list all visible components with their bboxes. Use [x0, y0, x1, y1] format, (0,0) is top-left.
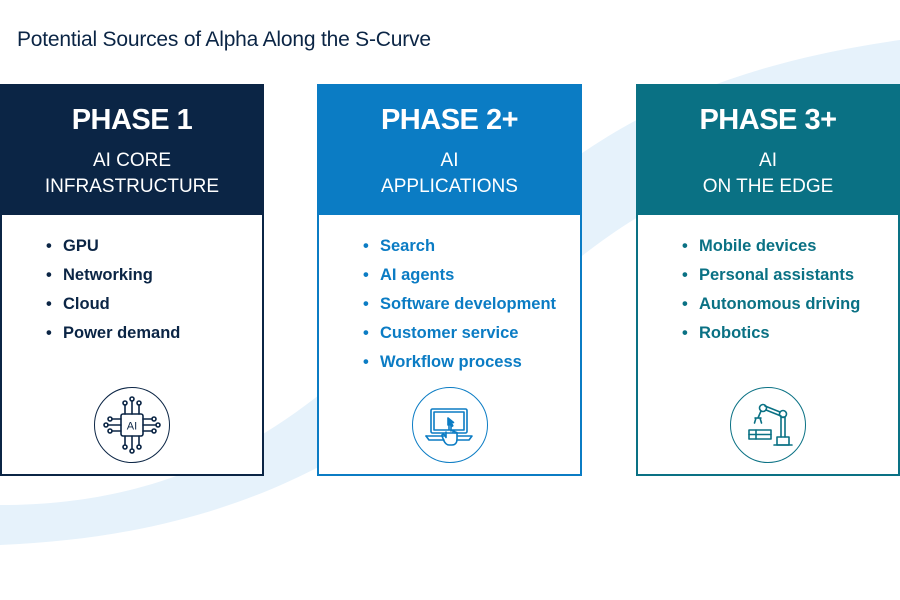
phase-1-card: PHASE 1 AI CORE INFRASTRUCTURE • GPU • Net…	[0, 84, 264, 476]
phase-2-header: PHASE 2+ AI APPLICATIONS	[319, 86, 580, 215]
list-item-text: Networking	[63, 266, 153, 284]
phase-2-label: PHASE 2+	[380, 104, 519, 136]
list-item: • Mobile devices	[682, 232, 898, 261]
phase-1-subtitle: AI CORE INFRASTRUCTURE	[2, 148, 262, 200]
list-item: • Cloud	[46, 290, 262, 319]
list-item: • GPU	[46, 232, 262, 261]
bullet: •	[682, 295, 688, 313]
list-item-text: GPU	[63, 237, 99, 255]
laptop-touch-icon	[411, 387, 488, 463]
phase-2-subtitle-line-2: APPLICATIONS	[381, 176, 518, 197]
robotic-arm-icon	[730, 387, 806, 463]
bullet: •	[363, 295, 369, 313]
phase-3-label: PHASE 3+	[699, 104, 837, 136]
list-item-text: Mobile devices	[699, 237, 817, 255]
list-item: • Software development	[363, 290, 580, 319]
phase-1-subtitle-line-1: AI CORE	[92, 150, 172, 171]
list-item-text: Software development	[380, 295, 557, 313]
phase-1-label: PHASE 1	[71, 104, 193, 136]
page-title: Potential Sources of Alpha Along the S-C…	[17, 28, 431, 51]
ai-chip-label: AI	[126, 420, 136, 432]
list-item-text: Customer service	[380, 324, 519, 342]
list-item: • Personal assistants	[682, 261, 898, 290]
list-item: • Power demand	[46, 319, 262, 348]
phase-3-subtitle-line-1: AI	[759, 150, 777, 171]
bullet: •	[682, 237, 688, 255]
phase-2-subtitle: AI APPLICATIONS	[319, 148, 580, 200]
list-item-text: Search	[380, 237, 436, 255]
list-item: • Workflow process	[363, 348, 580, 377]
phase-3-subtitle-line-2: ON THE EDGE	[702, 176, 834, 197]
list-item-text: Cloud	[63, 295, 110, 313]
bullet: •	[363, 266, 369, 284]
bullet: •	[46, 237, 52, 255]
phase-1-item-list: • GPU • Networking • Cloud • Power demand	[2, 215, 262, 348]
list-item: • Customer service	[363, 319, 580, 348]
bullet: •	[363, 353, 369, 371]
list-item: • Networking	[46, 261, 262, 290]
list-item-text: AI agents	[380, 266, 455, 284]
bullet: •	[46, 266, 52, 284]
phase-3-card: PHASE 3+ AI ON THE EDGE • Mobile devices …	[636, 84, 900, 476]
list-item: • Search	[363, 232, 580, 261]
phase-2-subtitle-line-1: AI	[440, 150, 459, 171]
list-item-text: Autonomous driving	[699, 295, 861, 313]
bullet: •	[682, 266, 688, 284]
bullet: •	[363, 237, 369, 255]
phase-3-item-list: • Mobile devices • Personal assistants • Au…	[638, 215, 898, 348]
list-item: • Autonomous driving	[682, 290, 898, 319]
list-item-text: Power demand	[63, 324, 181, 342]
phase-3-subtitle: AI ON THE EDGE	[638, 148, 898, 200]
bullet: •	[46, 324, 52, 342]
phase-2-card: PHASE 2+ AI APPLICATIONS • Search • AI age…	[317, 84, 582, 476]
ai-chip-icon: AI	[94, 387, 170, 463]
bullet: •	[46, 295, 52, 313]
list-item-text: Personal assistants	[699, 266, 854, 284]
list-item-text: Robotics	[699, 324, 770, 342]
bullet: •	[363, 324, 369, 342]
list-item-text: Workflow process	[380, 353, 522, 371]
phase-1-header: PHASE 1 AI CORE INFRASTRUCTURE	[2, 86, 262, 215]
phase-1-subtitle-line-2: INFRASTRUCTURE	[44, 176, 220, 197]
bullet: •	[682, 324, 688, 342]
list-item: • Robotics	[682, 319, 898, 348]
phase-3-header: PHASE 3+ AI ON THE EDGE	[638, 86, 898, 215]
list-item: • AI agents	[363, 261, 580, 290]
phase-2-item-list: • Search • AI agents • Software development…	[319, 215, 580, 377]
